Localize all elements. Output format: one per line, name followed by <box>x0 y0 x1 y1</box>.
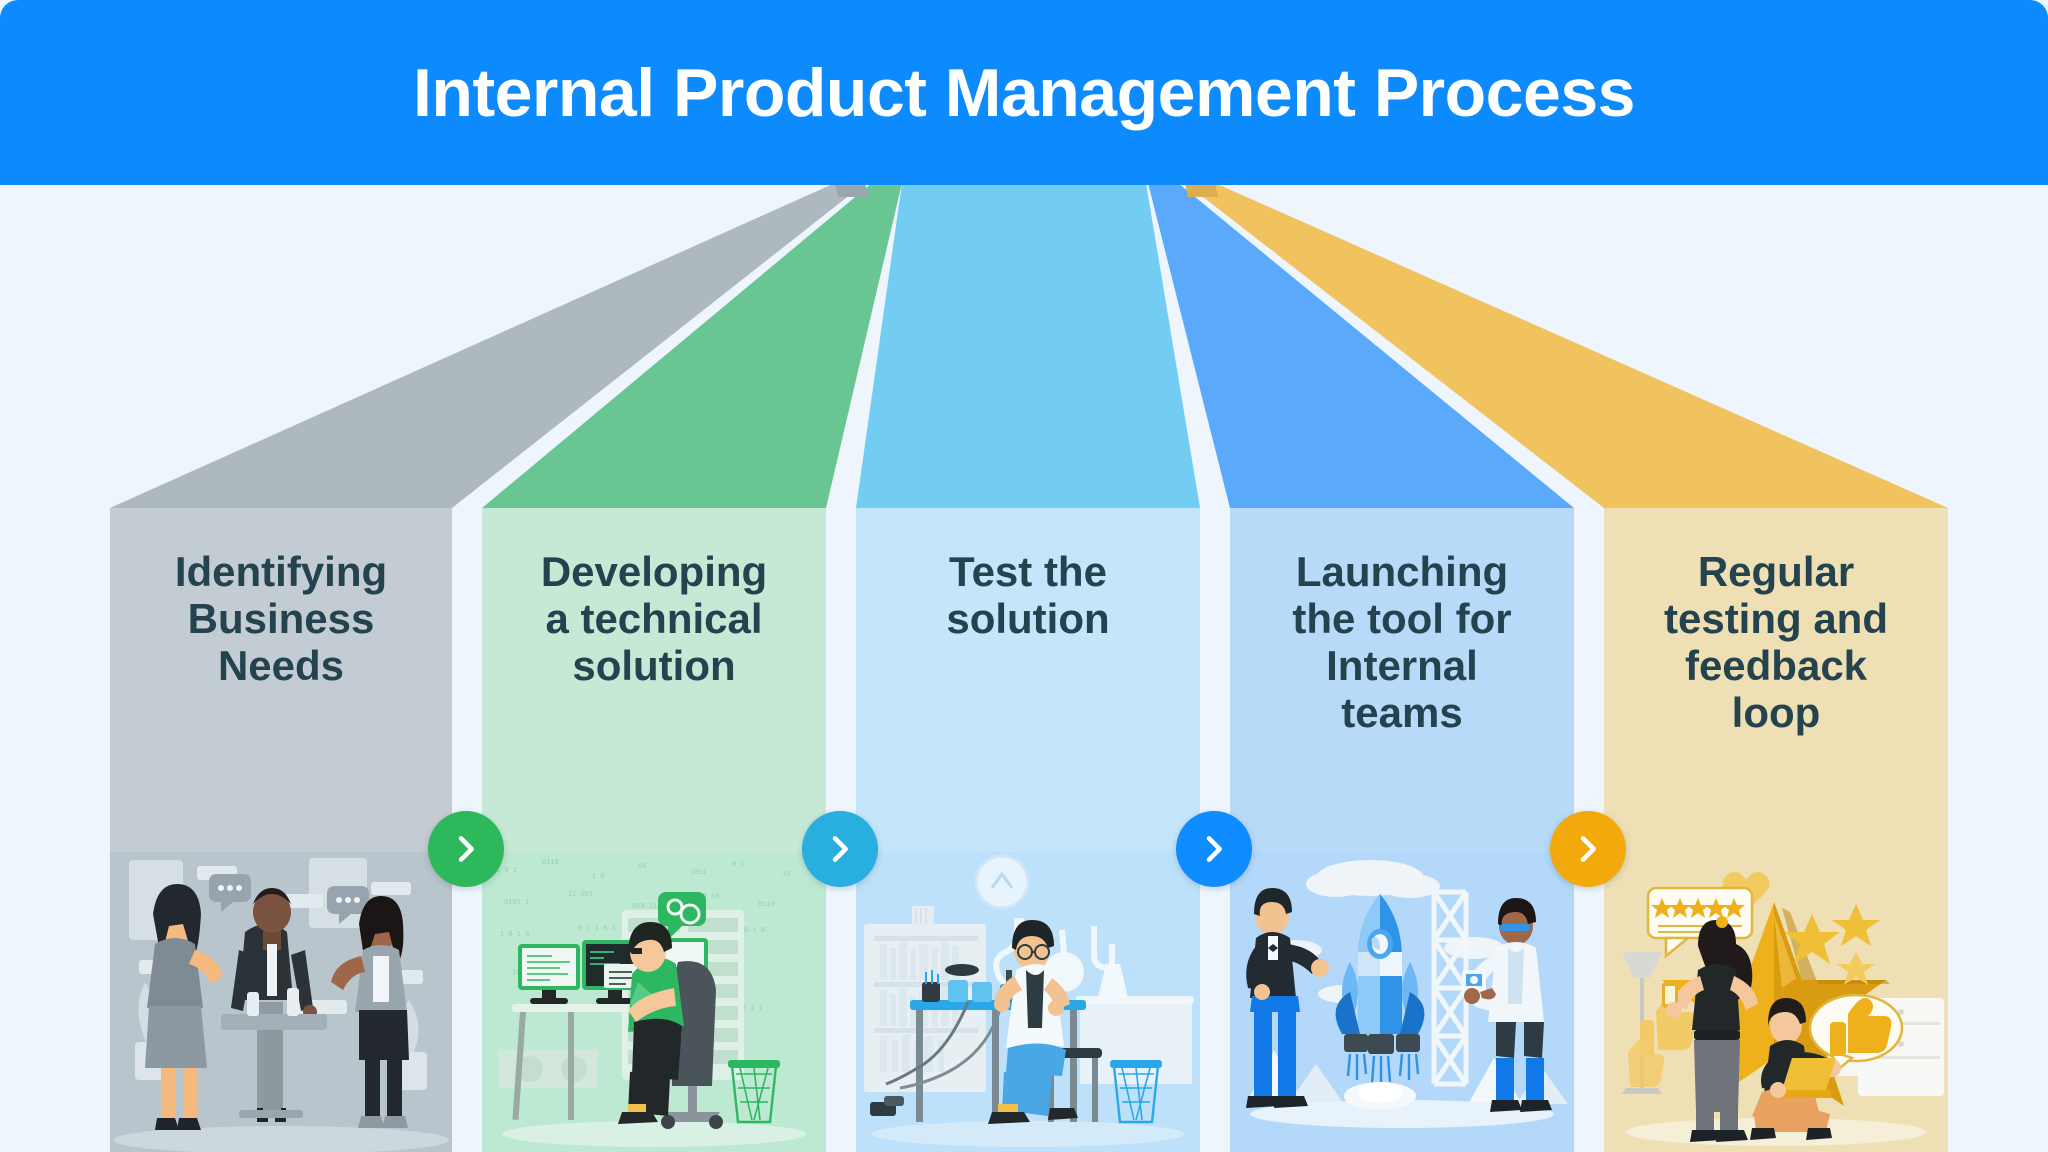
engineer-figure <box>1462 898 1552 1112</box>
step-title-3: Test the solution <box>946 548 1110 643</box>
svg-text:0101 1: 0101 1 <box>504 899 529 907</box>
perspective-roofs <box>110 183 1948 508</box>
svg-text:10: 10 <box>782 871 790 879</box>
roof-4 <box>1148 183 1574 508</box>
businessman-figure <box>1246 888 1329 1108</box>
svg-text:1011: 1011 <box>690 869 707 877</box>
scientist-figure <box>988 920 1078 1124</box>
rocket-launch-illustration <box>1230 852 1574 1152</box>
step-arrow-3[interactable] <box>1176 811 1252 887</box>
roof-1 <box>110 183 865 508</box>
header-bar: Internal Product Management Process <box>0 0 2048 185</box>
svg-text:010 11: 010 11 <box>632 903 657 911</box>
svg-text:0 1 1: 0 1 1 <box>742 1005 763 1013</box>
page-title: Internal Product Management Process <box>413 54 1635 131</box>
chevron-right-icon <box>458 836 474 862</box>
woman-right-figure <box>331 896 409 1128</box>
svg-text:0110: 0110 <box>542 859 559 867</box>
step-column-4[interactable]: Launching the tool for Internal teams <box>1230 508 1574 1152</box>
step-arrow-4[interactable] <box>1550 811 1626 887</box>
roof-5 <box>1185 183 1948 508</box>
business-meeting-illustration <box>110 852 452 1152</box>
svg-text:1 0 1: 1 0 1 <box>496 867 517 875</box>
step-arrow-2[interactable] <box>802 811 878 887</box>
roof-1-ridge <box>835 183 868 197</box>
chevron-right-icon <box>832 836 848 862</box>
woman-left-figure <box>145 884 223 1130</box>
step-column-5[interactable]: Regular testing and feedback loop <box>1604 508 1948 1152</box>
chevron-right-icon <box>1580 836 1596 862</box>
svg-text:0 1: 0 1 <box>732 861 745 869</box>
developer-figure <box>618 922 684 1124</box>
roof-2 <box>482 183 902 508</box>
svg-text:01: 01 <box>638 863 646 871</box>
roof-3 <box>856 183 1200 508</box>
roof-5-ridge <box>1185 183 1218 197</box>
svg-text:0 1 1 0 1: 0 1 1 0 1 <box>578 925 616 933</box>
review-bubble <box>1646 886 1754 959</box>
step-title-5: Regular testing and feedback loop <box>1663 548 1888 737</box>
svg-text:1 0: 1 0 <box>592 873 605 881</box>
step-arrow-1[interactable] <box>428 811 504 887</box>
step-title-1: Identifying Business Needs <box>174 548 388 690</box>
svg-text:1 0 1 0: 1 0 1 0 <box>500 931 529 939</box>
developer-workstation-illustration: 1 0 1 0110 1 0 01 1011 0 1 10 0101 1 11 001 0… <box>482 852 826 1152</box>
step-column-3[interactable]: Test the solution <box>856 508 1200 1152</box>
step-title-4: Launching the tool for Internal teams <box>1292 548 1512 737</box>
svg-text:11 001: 11 001 <box>568 891 593 899</box>
lab-testing-illustration <box>856 852 1200 1152</box>
svg-text:0 1 0: 0 1 0 <box>744 927 765 935</box>
svg-text:1 0 10: 1 0 10 <box>694 893 719 901</box>
step-title-2: Developing a technical solution <box>540 548 768 690</box>
chevron-right-icon <box>1206 836 1222 862</box>
man-seated-figure <box>1750 998 1841 1140</box>
step-column-1[interactable]: Identifying Business Needs <box>110 508 452 1152</box>
woman-standing-figure <box>1662 916 1758 1142</box>
svg-text:0110: 0110 <box>758 901 775 909</box>
rocket <box>1335 894 1425 1110</box>
feedback-rating-illustration <box>1604 852 1948 1152</box>
